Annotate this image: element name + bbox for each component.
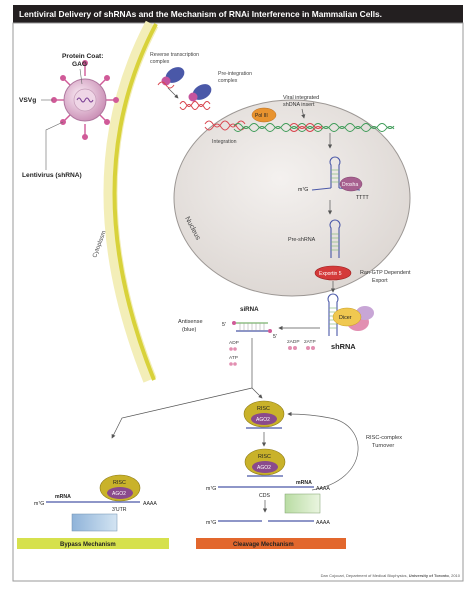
m7g-label-cleavage: m⁷G [206,486,216,492]
pre-shrna-label: Pre-shRNA [288,237,316,243]
nucleus [173,99,411,297]
m7g-label-cleaved: m⁷G [206,520,216,526]
lentivirus-pointer [45,121,64,170]
repressed-protein-box [71,513,118,532]
mrna-label-bypass: mRNA [55,494,71,500]
ran-gtp-label-2: Export [372,278,388,284]
cleavage-branch-arrow [251,387,263,399]
aaaa-label-cleavage: AAAA [316,486,330,492]
insert-pointer [301,108,306,119]
pol3-label: Pol III [255,113,268,119]
drosha-enzyme [339,176,363,192]
exportin5-label: Exportin 5 [319,271,342,277]
m7g-label-nucleus: m⁷G [298,187,308,193]
vsvg-label: VSVg [19,97,36,104]
atp-dots-sirna [229,347,237,366]
aaaa-label-bypass: AAAA [143,501,157,507]
sirna-duplex [232,321,272,333]
cleavage-mechanism-label: Cleavage Mechanism [233,542,294,548]
shrna-hairpin [327,293,339,336]
figure-title: Lentiviral Delivery of shRNAs and the Me… [13,5,463,23]
mrna-label-cleavage: mRNA [296,480,312,486]
risc-turnover-label: RISC-complex [366,435,402,441]
utr-label: 3'UTR [112,507,127,513]
rt-complex [157,67,185,89]
protein-coat-label: Protein Coat: [62,53,103,60]
adp-label: ADP [229,340,239,346]
risc-complex-top [243,400,285,429]
integration-label: Integration [212,139,237,145]
exportin5 [314,265,352,281]
rt-complex-label: Reverse transcription [150,52,199,58]
drosha-label: Drosha [342,182,358,188]
genomic-dna [233,122,395,133]
cytoplasm-glow [103,20,159,383]
pol3-enzyme [251,107,277,123]
risc-turnover-label-2: Turnover [372,443,394,449]
preint-label: Pre-integration [218,71,252,77]
ago2-label-top: AGO2 [256,417,270,423]
preint-label-2: complex [218,78,238,84]
cleavage-mechanism-bar [196,538,346,549]
dicer-label: Dicer [339,315,352,321]
gag-label: GAG [72,61,87,68]
risc-label-top: RISC [257,406,270,412]
rt-complex-label-2: complex [150,59,170,65]
lentivirus-particle [51,60,119,140]
preintegration-complex [179,84,212,110]
lentivirus-label: Lentivirus (shRNA) [22,172,82,179]
bypass-mechanism-bar [17,538,169,549]
viral-insert-label: Viral integrated [283,95,319,101]
pre-shrna-hairpin [329,219,341,258]
cell-membrane [112,23,158,381]
gag-pointer [79,68,83,85]
antisense-label: Antisense [178,319,203,325]
risc-complex-cleavage [244,448,286,477]
risc-turnover-arrow [287,411,359,491]
atp-dots-dicer [288,346,315,350]
ago2-label-cleavage: AGO2 [257,465,271,471]
risc-label-bypass: RISC [113,480,126,486]
shrna-label: shRNA [331,342,356,351]
bypass-mechanism-label: Bypass Mechanism [60,542,116,548]
bypass-branch-arrow [111,387,253,439]
m7g-label-bypass: m⁷G [34,501,44,507]
dicer-enzyme [332,307,362,327]
protein-product-box [284,493,321,514]
two-adp-label: 2ADP [287,339,300,345]
risc-complex-bypass [99,474,141,502]
five-prime-top: 5' [222,322,226,328]
rt-arrow [167,87,179,99]
ago2-label-bypass: AGO2 [112,491,126,497]
five-prime-bottom: 5' [273,334,277,340]
sirna-label: siRNA [240,306,259,313]
two-atp-label: 2ATP [304,339,316,345]
tttt-label: TTTT [356,195,370,201]
atp-label: ATP [229,355,238,361]
credit-line: Dan Cojocari, Department of Medical Biop… [321,573,461,578]
viral-insert-label-2: shDNA insert [283,102,315,108]
risc-label-cleavage: RISC [258,454,271,460]
ran-gtp-label: Ran-GTP Dependent [360,270,411,276]
aaaa-label-cleaved: AAAA [316,520,330,526]
cds-label: CDS [259,493,270,499]
antisense-label-2: (blue) [182,327,196,333]
